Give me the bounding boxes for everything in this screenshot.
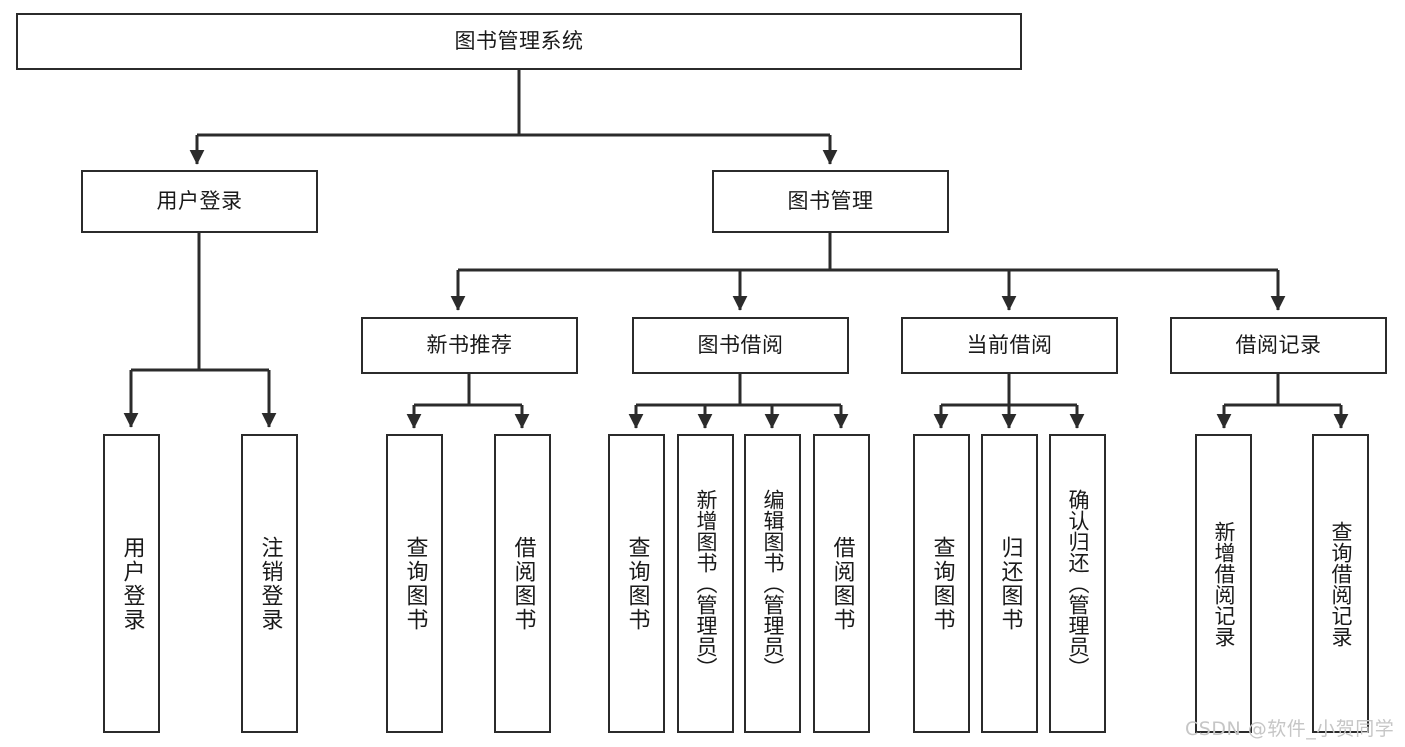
node-root-system[interactable]: 图书管理系统 — [16, 13, 1022, 70]
node-label: 新增图书（管理员） — [694, 489, 718, 678]
node-borrow-record[interactable]: 借阅记录 — [1170, 317, 1387, 374]
node-label: 图书借阅 — [697, 332, 784, 357]
node-label: 编辑图书（管理员） — [761, 489, 785, 678]
leaf-query-book-1[interactable]: 查询图书 — [386, 434, 443, 733]
node-label: 归还图书 — [997, 535, 1023, 632]
leaf-query-book-2[interactable]: 查询图书 — [608, 434, 665, 733]
node-label: 新增借阅记录 — [1212, 520, 1236, 647]
node-label: 用户登录 — [119, 535, 145, 632]
node-label: 查询图书 — [624, 535, 650, 632]
leaf-edit-book-admin[interactable]: 编辑图书（管理员） — [744, 434, 801, 733]
leaf-user-login[interactable]: 用户登录 — [103, 434, 160, 733]
node-label: 借阅图书 — [829, 535, 855, 632]
node-label: 图书管理系统 — [454, 28, 584, 53]
leaf-borrow-book-2[interactable]: 借阅图书 — [813, 434, 870, 733]
leaf-return-book[interactable]: 归还图书 — [981, 434, 1038, 733]
node-label: 确认归还（管理员） — [1066, 489, 1090, 678]
leaf-query-book-3[interactable]: 查询图书 — [913, 434, 970, 733]
node-label: 用户登录 — [156, 188, 243, 213]
csdn-watermark: CSDN @软件_小贺同学 — [1185, 718, 1395, 740]
leaf-add-book-admin[interactable]: 新增图书（管理员） — [677, 434, 734, 733]
leaf-query-borrow-record[interactable]: 查询借阅记录 — [1312, 434, 1369, 733]
node-label: 查询借阅记录 — [1329, 520, 1353, 647]
leaf-confirm-return-admin[interactable]: 确认归还（管理员） — [1049, 434, 1106, 733]
node-label: 新书推荐 — [426, 332, 513, 357]
node-label: 当前借阅 — [966, 332, 1053, 357]
node-book-borrow[interactable]: 图书借阅 — [632, 317, 849, 374]
node-new-book-recommend[interactable]: 新书推荐 — [361, 317, 578, 374]
node-label: 借阅记录 — [1235, 332, 1322, 357]
node-user-login[interactable]: 用户登录 — [81, 170, 318, 233]
node-label: 查询图书 — [929, 535, 955, 632]
node-book-management[interactable]: 图书管理 — [712, 170, 949, 233]
node-label: 图书管理 — [787, 188, 874, 213]
node-current-borrow[interactable]: 当前借阅 — [901, 317, 1118, 374]
leaf-add-borrow-record[interactable]: 新增借阅记录 — [1195, 434, 1252, 733]
node-label: 注销登录 — [257, 535, 283, 632]
node-label: 查询图书 — [402, 535, 428, 632]
leaf-borrow-book-1[interactable]: 借阅图书 — [494, 434, 551, 733]
leaf-logout-login[interactable]: 注销登录 — [241, 434, 298, 733]
node-label: 借阅图书 — [510, 535, 536, 632]
